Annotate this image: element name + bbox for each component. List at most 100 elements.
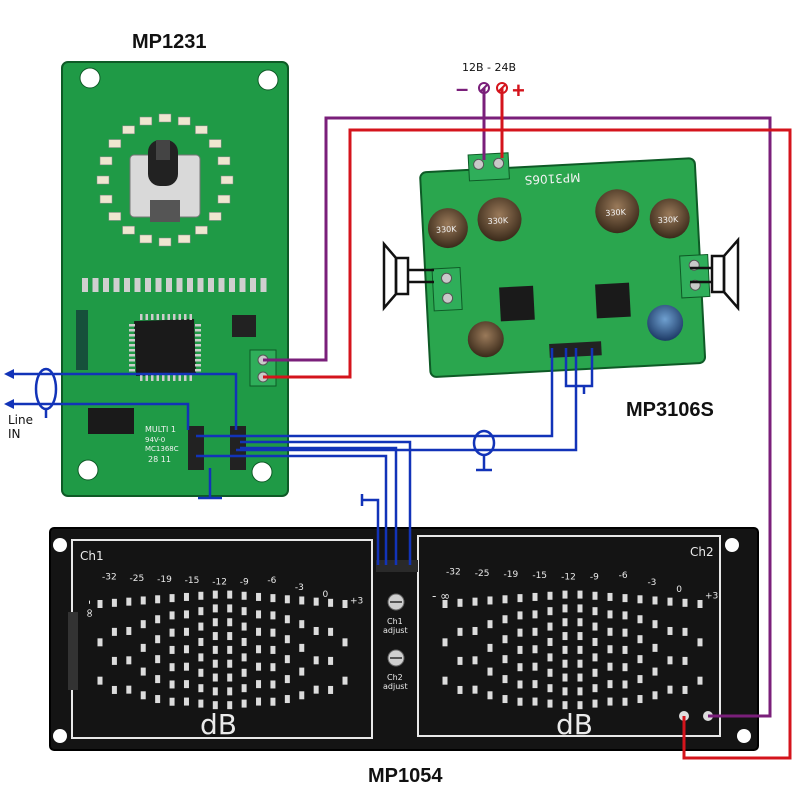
meter-led <box>198 591 204 600</box>
resistor <box>134 278 141 292</box>
scale-tick-label: -32 <box>446 568 461 578</box>
meter-led <box>517 663 523 672</box>
speaker-left-icon <box>382 240 434 312</box>
ch2-label: Ch2 <box>690 545 714 559</box>
meter-led <box>212 687 218 696</box>
resistor-row <box>82 278 267 292</box>
mp1231-title: MP1231 <box>132 31 207 53</box>
meter-led <box>622 663 628 672</box>
meter-led <box>577 590 583 599</box>
scale-tick-label: -12 <box>212 577 227 587</box>
meter-led <box>313 656 319 665</box>
meter-led <box>472 656 478 665</box>
meter-led <box>592 653 598 662</box>
meter-led <box>547 699 553 708</box>
meter-led <box>212 659 218 668</box>
meter-led <box>517 594 523 603</box>
meter-led <box>256 610 262 619</box>
ring-led <box>195 125 208 135</box>
meter-led <box>487 643 493 652</box>
meter-led <box>652 667 658 676</box>
meter-led <box>284 595 290 604</box>
scale-tick-label: 0 <box>676 585 682 595</box>
ch2-meter-frame <box>417 535 721 737</box>
transistor <box>232 315 256 337</box>
meter-led <box>547 668 553 677</box>
meter-led <box>532 662 538 671</box>
ring-led <box>99 194 113 204</box>
meter-led <box>577 659 583 668</box>
meter-led <box>270 680 276 689</box>
ch2-adjust-trimmer[interactable] <box>387 649 405 667</box>
ring-led <box>195 225 208 235</box>
meter-led <box>592 591 598 600</box>
meter-led <box>256 662 262 671</box>
scale-tick-label: -25 <box>475 569 490 579</box>
speaker-terminal-right[interactable] <box>679 253 711 299</box>
meter-led <box>212 590 218 599</box>
meter-led <box>256 627 262 636</box>
meter-led <box>313 685 319 694</box>
meter-led <box>442 600 448 608</box>
ring-led <box>108 139 122 148</box>
scale-tick-label: -19 <box>504 570 519 580</box>
meter-led <box>198 668 204 677</box>
resistor <box>124 278 130 292</box>
meter-led <box>126 656 132 665</box>
scale-left: -32-25-19-15-12-9-6-30+3 <box>102 573 363 607</box>
meter-led <box>592 607 598 616</box>
meter-led <box>299 620 305 629</box>
meter-leds <box>97 590 703 710</box>
meter-led <box>155 675 161 684</box>
resistor <box>239 278 246 292</box>
ring-led <box>122 225 135 235</box>
scale-tick-label: -32 <box>102 573 117 583</box>
meter-led <box>517 628 523 637</box>
meter-led <box>502 615 508 624</box>
ch2-adjust-label-1: Ch2 <box>387 673 403 682</box>
ring-led <box>96 175 110 185</box>
meter-led <box>169 628 175 637</box>
meter-led <box>667 685 673 694</box>
meter-led <box>682 656 688 665</box>
meter-led <box>592 668 598 677</box>
resistor <box>82 278 88 292</box>
resistor <box>155 278 162 292</box>
meter-led <box>562 618 568 627</box>
board-name-silk: MP3106S <box>524 170 580 187</box>
arrow-left-icon <box>4 369 14 409</box>
meter-led <box>198 607 204 616</box>
meter-led <box>155 615 161 624</box>
meter-led <box>532 697 538 706</box>
meter-led <box>547 684 553 693</box>
meter-led <box>227 673 233 682</box>
meter-led <box>562 645 568 654</box>
speaker-terminal-left[interactable] <box>431 266 463 312</box>
meter-led <box>472 626 478 635</box>
meter-led <box>652 691 658 700</box>
amp-chip-left <box>499 285 535 322</box>
mp3106s-title: MP3106S <box>626 399 714 421</box>
ch1-adjust-trimmer[interactable] <box>387 593 405 611</box>
ring-led <box>158 113 172 123</box>
meter-led <box>592 622 598 631</box>
db-left-label: dB <box>200 708 237 741</box>
meter-led <box>517 645 523 654</box>
meter-led <box>284 615 290 624</box>
mp1231-power-terminal[interactable] <box>249 349 277 387</box>
meter-led <box>682 598 688 607</box>
meter-led <box>227 659 233 668</box>
meter-led <box>183 680 189 689</box>
meter-led <box>183 662 189 671</box>
meter-led <box>227 687 233 696</box>
meter-led <box>517 697 523 706</box>
rotary-encoder[interactable] <box>129 140 201 222</box>
resistor <box>145 278 151 292</box>
meter-led <box>270 697 276 706</box>
opamp-chip <box>88 408 134 434</box>
meter-led <box>622 680 628 689</box>
meter-led <box>212 673 218 682</box>
ring-led <box>220 175 234 185</box>
meter-led <box>270 594 276 603</box>
meter-led <box>637 655 643 664</box>
